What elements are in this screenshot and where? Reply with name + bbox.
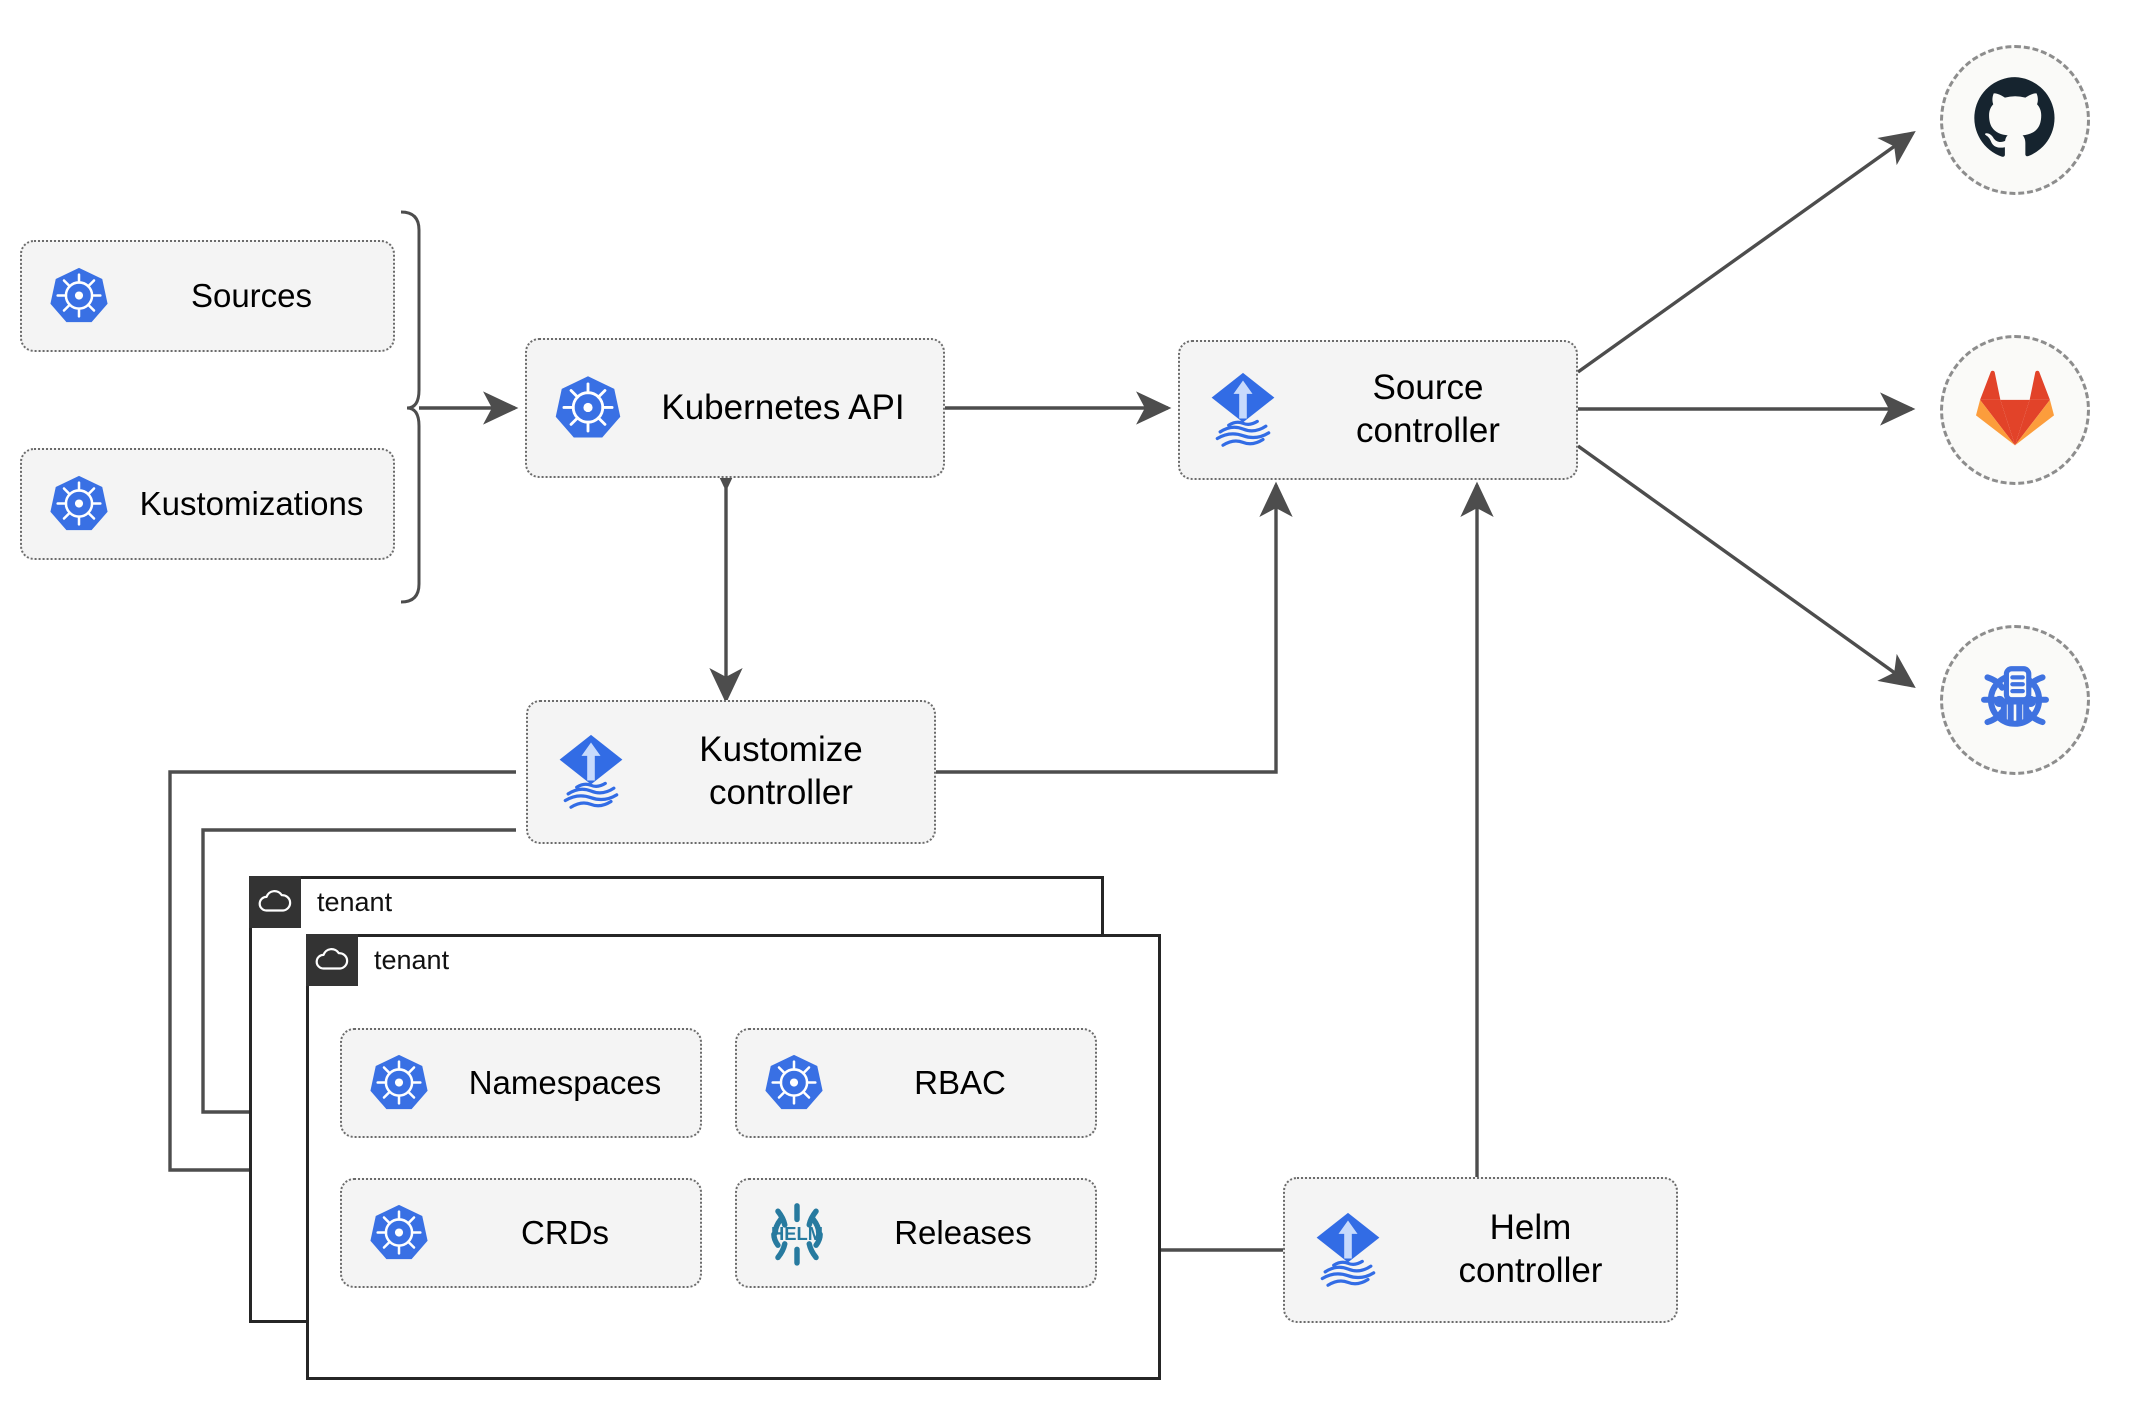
- tenant-item-releases[interactable]: HELM Releases: [735, 1178, 1097, 1288]
- tenant-item-label: CRDs: [521, 1213, 609, 1251]
- endpoint-github[interactable]: [1940, 45, 2090, 195]
- helm-icon: HELM: [763, 1199, 831, 1267]
- cloud-icon: [306, 934, 358, 986]
- node-helm-controller[interactable]: Helm controller: [1283, 1177, 1678, 1323]
- resource-kustomizations[interactable]: Kustomizations: [20, 448, 395, 560]
- endpoint-gitlab[interactable]: [1940, 335, 2090, 485]
- kubernetes-icon: [368, 1052, 430, 1114]
- tenant-item-label: RBAC: [914, 1063, 1006, 1101]
- endpoint-helm-repository[interactable]: [1940, 625, 2090, 775]
- node-source-controller[interactable]: Source controller: [1178, 340, 1578, 480]
- kubernetes-icon: [48, 265, 110, 327]
- github-icon: [1972, 75, 2058, 166]
- flux-icon: [1206, 371, 1280, 449]
- kubernetes-icon: [763, 1052, 825, 1114]
- edge-source-github: [1577, 131, 1916, 374]
- node-label: Helm controller: [1458, 1208, 1603, 1290]
- tenant-item-label: Releases: [894, 1213, 1032, 1251]
- helm-repository-icon: [1972, 655, 2058, 746]
- kubernetes-icon: [368, 1202, 430, 1264]
- gitlab-icon: [1974, 369, 2056, 452]
- edge-kustomize-source: [936, 481, 1293, 774]
- tenant-item-namespaces[interactable]: Namespaces: [340, 1028, 702, 1138]
- resource-sources[interactable]: Sources: [20, 240, 395, 352]
- resources-brace: [400, 210, 421, 604]
- edge-source-helmrepo: [1577, 444, 1916, 688]
- resource-label: Sources: [190, 276, 313, 314]
- node-label: Source controller: [1356, 368, 1500, 450]
- flux-icon: [1311, 1211, 1385, 1289]
- resource-label: Kustomizations: [139, 484, 364, 522]
- node-kustomize-controller[interactable]: Kustomize controller: [526, 700, 936, 844]
- tenant-label: tenant: [317, 886, 393, 917]
- cloud-icon: [249, 876, 301, 928]
- tenant-titlebar: tenant: [306, 934, 449, 986]
- node-label: Kubernetes API: [661, 387, 905, 427]
- flux-icon: [554, 733, 628, 811]
- svg-text:HELM: HELM: [771, 1223, 823, 1244]
- node-kubernetes-api[interactable]: Kubernetes API: [525, 338, 945, 478]
- tenant-item-crds[interactable]: CRDs: [340, 1178, 702, 1288]
- node-label: Kustomize controller: [699, 730, 863, 812]
- tenant-item-label: Namespaces: [468, 1063, 662, 1101]
- tenant-item-rbac[interactable]: RBAC: [735, 1028, 1097, 1138]
- kubernetes-icon: [553, 373, 623, 443]
- tenant-label: tenant: [374, 944, 450, 975]
- tenant-titlebar: tenant: [249, 876, 392, 928]
- tenant-front[interactable]: tenant: [306, 934, 1161, 1380]
- kubernetes-icon: [48, 473, 110, 535]
